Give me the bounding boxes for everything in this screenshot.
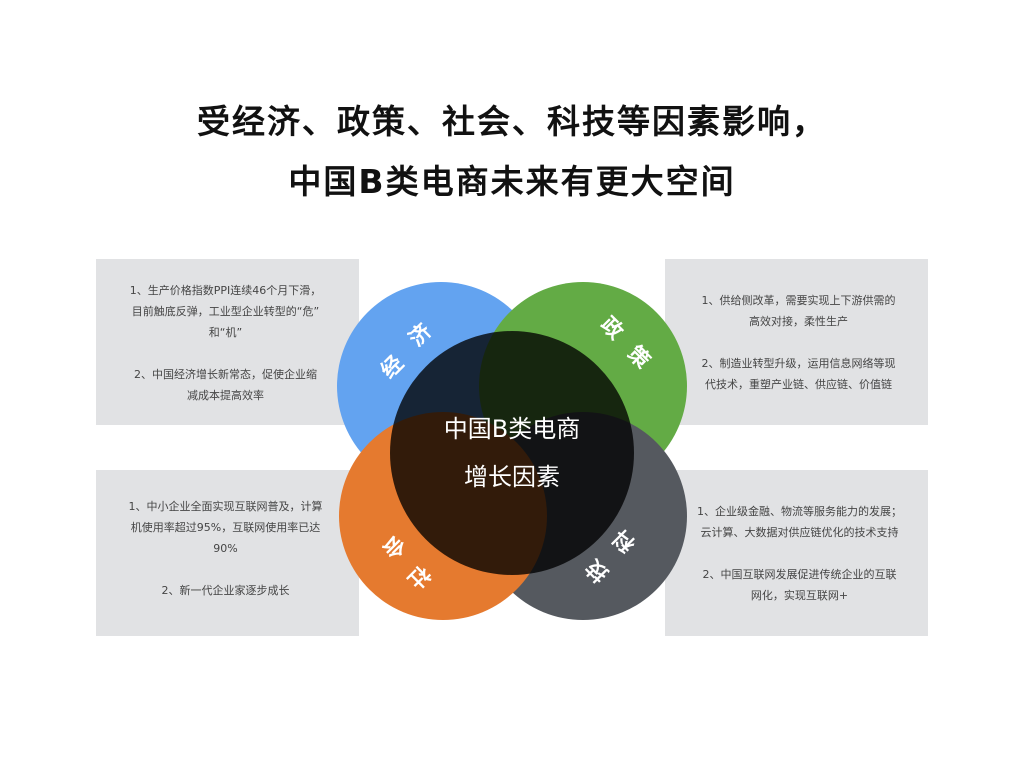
policy-point-2-line-2: 代技术，重塑产业链、供应链、价值链 <box>705 377 892 391</box>
technology-point-2-line-1: 2、中国互联网发展促进传统企业的互联 <box>702 567 897 581</box>
technology-info-box: 1、企业级金融、物流等服务能力的发展； 云计算、大数据对供应链优化的技术支持 2… <box>665 470 928 636</box>
center-title-line-1: 中国B类电商 <box>444 415 580 443</box>
society-point-1-line-2: 机使用率超过95%，互联网使用率已达 <box>130 520 321 534</box>
title-line-2: 中国B类电商未来有更大空间 <box>288 162 736 201</box>
technology-point-1-line-1: 1、企业级金融、物流等服务能力的发展； <box>697 504 902 518</box>
society-info-box: 1、中小企业全面实现互联网普及，计算 机使用率超过95%，互联网使用率已达 90… <box>96 470 359 636</box>
economy-point-1-line-2: 目前触底反弹，工业型企业转型的“危” <box>131 305 320 318</box>
policy-points: 1、供给侧改革，需要实现上下游供需的 高效对接，柔性生产 2、制造业转型升级，运… <box>689 290 908 395</box>
economy-point-1-line-1: 1、生产价格指数PPI连续46个月下滑， <box>129 284 322 297</box>
society-points: 1、中小企业全面实现互联网普及，计算 机使用率超过95%，互联网使用率已达 90… <box>118 496 333 611</box>
economy-points: 1、生产价格指数PPI连续46个月下滑， 目前触底反弹，工业型企业转型的“危” … <box>118 278 333 406</box>
society-point-1-line-3: 90% <box>213 541 238 555</box>
technology-points: 1、企业级金融、物流等服务能力的发展； 云计算、大数据对供应链优化的技术支持 2… <box>687 501 912 606</box>
society-point-2-line-1: 2、新一代企业家逐步成长 <box>161 583 290 597</box>
society-point-1-line-1: 1、中小企业全面实现互联网普及，计算 <box>128 499 323 513</box>
technology-point-2-line-2: 网化，实现互联网+ <box>750 588 849 602</box>
center-circle <box>390 331 634 575</box>
economy-point-2-line-1: 2、中国经济增长新常态，促使企业缩 <box>134 368 317 381</box>
policy-point-2-line-1: 2、制造业转型升级，运用信息网络等现 <box>701 356 896 370</box>
economy-info-box: 1、生产价格指数PPI连续46个月下滑， 目前触底反弹，工业型企业转型的“危” … <box>96 259 359 425</box>
policy-point-1-line-2: 高效对接，柔性生产 <box>749 314 848 328</box>
economy-point-1-line-3: 和“机” <box>208 326 243 339</box>
title-line-1: 受经济、政策、社会、科技等因素影响， <box>197 102 827 141</box>
center-title-line-2: 增长因素 <box>464 463 560 491</box>
economy-point-2-line-2: 减成本提高效率 <box>187 389 264 402</box>
technology-point-1-line-2: 云计算、大数据对供应链优化的技术支持 <box>700 525 899 539</box>
policy-info-box: 1、供给侧改革，需要实现上下游供需的 高效对接，柔性生产 2、制造业转型升级，运… <box>665 259 928 425</box>
policy-point-1-line-1: 1、供给侧改革，需要实现上下游供需的 <box>701 293 896 307</box>
